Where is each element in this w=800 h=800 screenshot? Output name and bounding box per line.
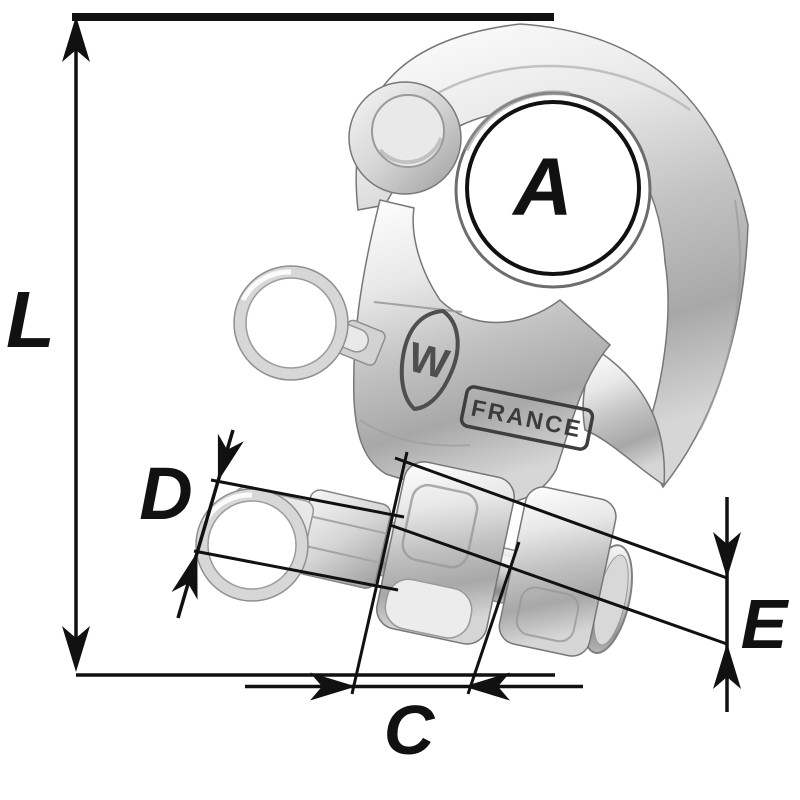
C-arrow-right (310, 672, 356, 701)
eye-inner-shadow (463, 90, 571, 152)
top-reference-line (72, 13, 554, 21)
shackle-latch-arm (582, 350, 666, 487)
L-arrow-down (62, 626, 90, 672)
D-extension-lower (193, 549, 399, 592)
upper-pull-ring-inner (245, 277, 337, 369)
hex-facet-bottom (299, 543, 380, 564)
dimension-A: A (465, 100, 641, 276)
E-extension-upper (394, 456, 728, 580)
label-A: A (511, 142, 572, 233)
C-extension-left (350, 451, 409, 695)
E-arrow-down (713, 532, 741, 578)
logo-shield-outline (399, 308, 460, 411)
shackle-illustration: W FRANCE (195, 23, 749, 657)
A-annotation-circle (465, 100, 641, 276)
dimension-E: E (389, 456, 790, 712)
hex-facet-top (306, 514, 387, 535)
C-arrow-left (464, 672, 510, 701)
body-seam-line (373, 301, 463, 313)
D-arrow-lower (171, 551, 198, 600)
E-extension-lower (389, 523, 728, 646)
clevis-left-cheek-group (375, 461, 515, 645)
label-E: E (741, 585, 790, 663)
pivot-pin (371, 94, 445, 168)
left-cheek-boss (401, 483, 479, 569)
L-arrow-up (62, 16, 90, 62)
right-cheek-boss (515, 586, 580, 643)
D-extension-upper (210, 478, 405, 519)
upper-ring-highlight (240, 269, 292, 302)
stamp-border (459, 385, 595, 451)
wichard-logo: W (399, 308, 460, 411)
dimension-L: L (6, 13, 555, 677)
pivot-pin-shade (378, 137, 443, 165)
E-arrow-up (713, 643, 741, 689)
dimension-D: D (139, 429, 405, 619)
hook-side-seam (699, 199, 741, 431)
label-D: D (139, 452, 192, 535)
label-C: C (384, 691, 436, 769)
shackle-body (352, 199, 612, 505)
lower-pull-ring-inner (207, 500, 297, 590)
body-lower-seam (359, 419, 471, 447)
label-L: L (6, 275, 55, 364)
D-arrow-upper (217, 433, 244, 482)
left-cheek-foot (384, 578, 473, 639)
